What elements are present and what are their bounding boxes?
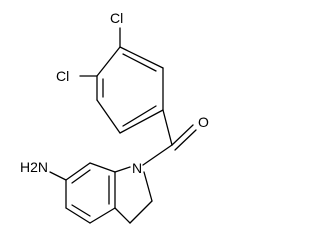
structure-drawing: Cl Cl O N H2N	[20, 10, 209, 224]
bond-ring-to-carbonyl	[162, 109, 173, 146]
oxygen-label: O	[198, 114, 209, 130]
bond	[96, 46, 121, 77]
bond	[89, 207, 116, 224]
double-bond-inner	[122, 53, 157, 72]
bond	[129, 200, 153, 224]
bond	[96, 99, 121, 134]
bond	[143, 171, 153, 202]
bond-carbonyl-to-n	[142, 144, 173, 166]
bond	[119, 109, 164, 134]
bond	[114, 207, 131, 224]
molecule-diagram: Cl Cl O N H2N	[20, 10, 209, 224]
nitrogen-label: N	[132, 160, 142, 176]
bond	[89, 162, 116, 173]
bond	[65, 207, 91, 224]
indoline-benzene-ring	[65, 162, 116, 224]
chlorine-label-top: Cl	[110, 10, 123, 26]
double-bond-inner	[122, 105, 157, 127]
double-bond-inner	[71, 169, 91, 184]
bond	[119, 46, 164, 69]
chlorine-label-left: Cl	[56, 68, 69, 84]
bond	[114, 166, 131, 173]
amine-label: H2N	[20, 159, 48, 175]
dichlorophenyl-ring	[96, 46, 164, 134]
double-bond-inner	[71, 204, 91, 217]
carbonyl-double-bond	[174, 129, 197, 151]
bond-to-amine	[49, 171, 67, 181]
indoline-pyrroline-ring	[114, 166, 153, 224]
carbonyl-double-bond	[171, 124, 194, 146]
bond	[65, 162, 91, 181]
